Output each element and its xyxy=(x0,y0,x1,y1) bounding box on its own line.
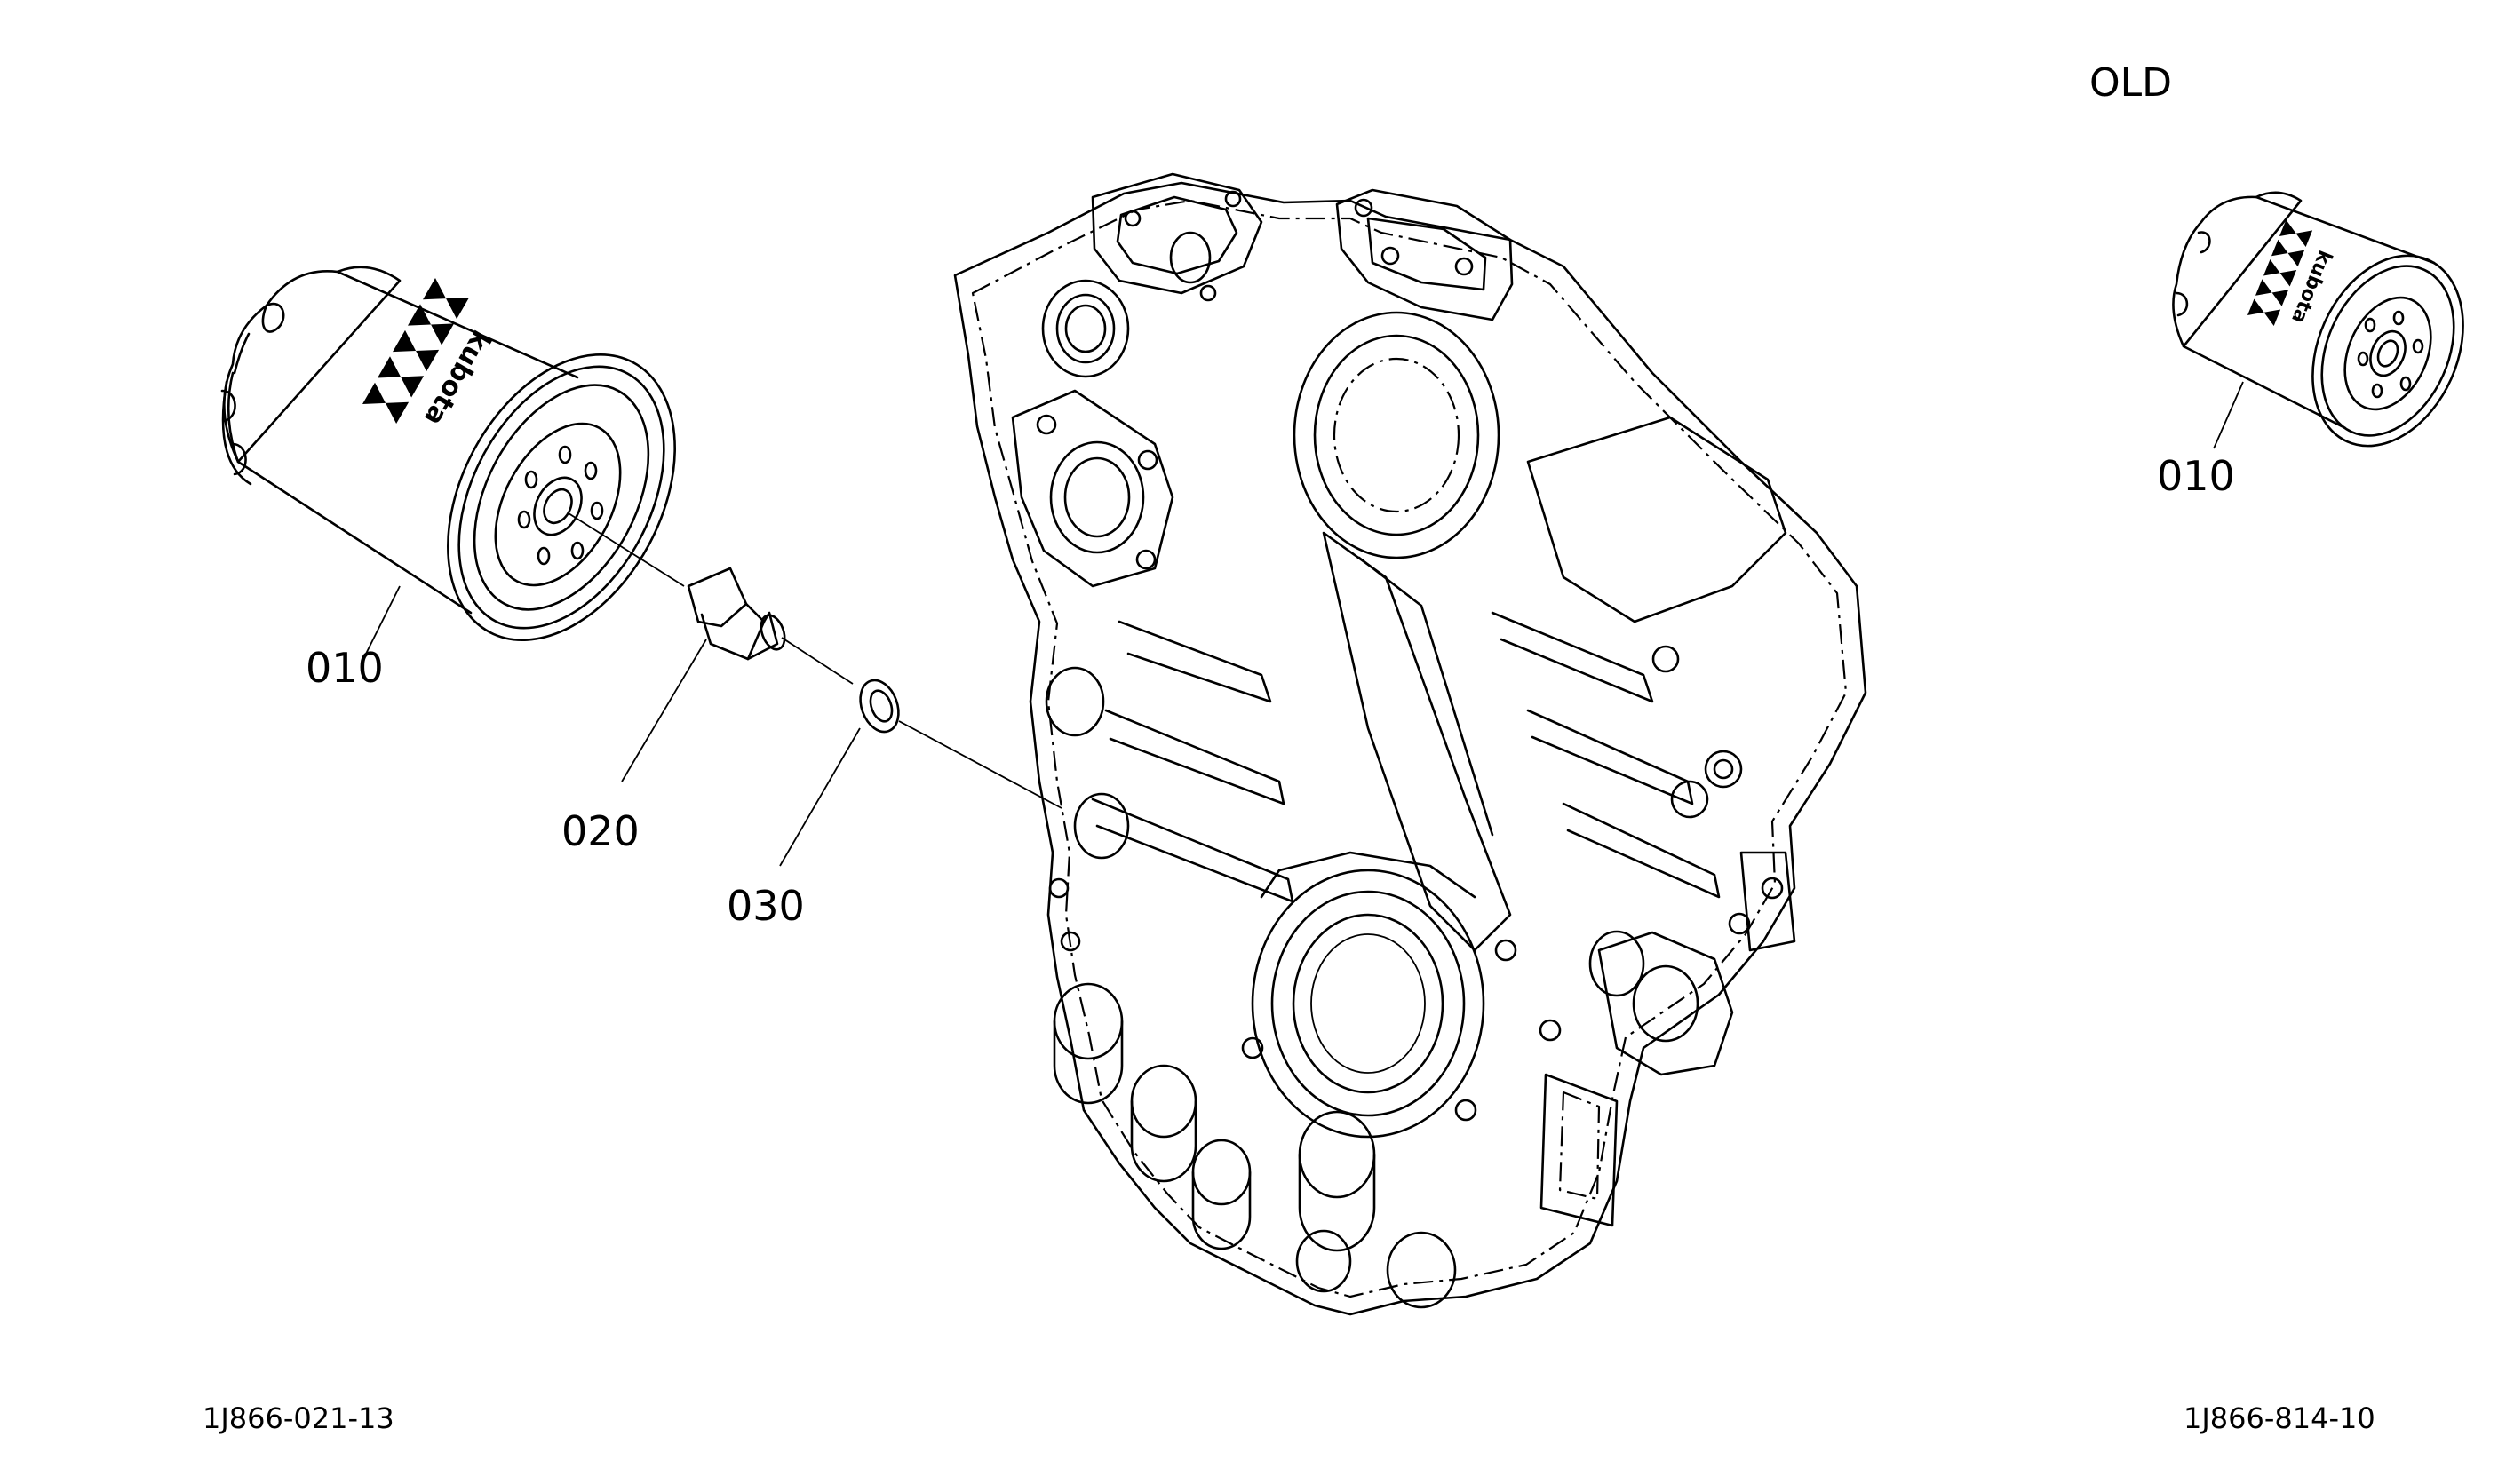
adapter-fitting-illustration xyxy=(568,512,854,782)
drawing-code-right: 1J866-814-10 xyxy=(2184,1401,2375,1435)
brand-text-new: kubota xyxy=(418,324,497,431)
drawing-code-left: 1J866-021-13 xyxy=(203,1401,394,1435)
brand-logo-new: kubota xyxy=(362,277,497,431)
oil-filter-new-illustration: kubota xyxy=(220,266,676,658)
brand-logo-old: kubota xyxy=(2247,219,2336,327)
old-label: OLD xyxy=(2089,60,2172,106)
gear-case-illustration xyxy=(953,172,1867,1316)
callout-010-new: 010 xyxy=(306,644,384,692)
callout-010-old: 010 xyxy=(2157,452,2235,500)
oil-filter-old-illustration: kubota xyxy=(2172,191,2464,449)
callout-020: 020 xyxy=(561,807,640,855)
callout-030: 030 xyxy=(727,882,805,930)
washer-illustration xyxy=(779,679,1062,867)
